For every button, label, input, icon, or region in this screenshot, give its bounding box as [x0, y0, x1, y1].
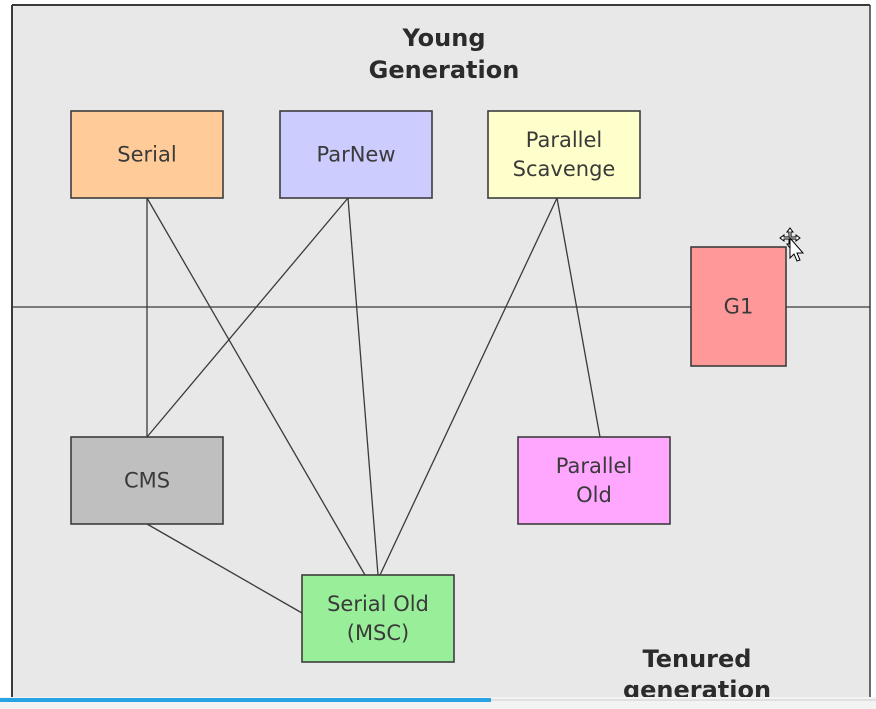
- collector-box-g1: [690, 246, 787, 367]
- collector-cms: CMS: [70, 436, 224, 525]
- video-progress-fill[interactable]: [0, 698, 491, 702]
- collector-parnew: ParNew: [279, 110, 433, 199]
- link-cms-to-serial-old: [146, 523, 303, 614]
- link-parallel-scavenge-to-parallel-old: [556, 197, 601, 438]
- collector-box-parallel-old: [517, 436, 671, 525]
- collector-serial: Serial: [70, 110, 224, 199]
- collector-label-serial-old-0: Serial Old: [327, 592, 429, 616]
- move-cursor-icon: [779, 227, 805, 262]
- young-title-line-2: Generation: [369, 56, 520, 84]
- connection-lines: [146, 197, 601, 614]
- collector-g1: G1: [690, 246, 787, 367]
- link-parnew-to-serial-old: [347, 197, 379, 576]
- collector-box-cms: [70, 436, 224, 525]
- young-title-line-1: Young: [401, 24, 485, 52]
- collector-box-parnew: [279, 110, 433, 199]
- collector-box-serial: [70, 110, 224, 199]
- collector-label-cms-0: CMS: [124, 469, 170, 493]
- collector-label-parallel-scavenge-0: Parallel: [526, 128, 603, 152]
- link-parallel-scavenge-to-serial-old: [379, 197, 558, 576]
- collector-label-serial-0: Serial: [117, 143, 176, 167]
- link-serial-to-serial-old: [146, 197, 366, 576]
- collector-label-parnew-0: ParNew: [316, 143, 395, 167]
- collector-box-parallel-scavenge: [487, 110, 641, 199]
- collector-label-parallel-old-1: Old: [576, 483, 612, 507]
- collector-serial-old: Serial Old (MSC): [301, 574, 455, 663]
- collector-label-serial-old-1: (MSC): [347, 621, 410, 645]
- collector-label-parallel-scavenge-1: Scavenge: [513, 157, 616, 181]
- collector-label-parallel-old-0: Parallel: [556, 454, 633, 478]
- collector-label-g1-0: G1: [724, 295, 754, 319]
- tenured-title-line-1: Tenured: [643, 645, 752, 673]
- collector-box-serial-old: [301, 574, 455, 663]
- link-parnew-to-cms: [146, 197, 349, 438]
